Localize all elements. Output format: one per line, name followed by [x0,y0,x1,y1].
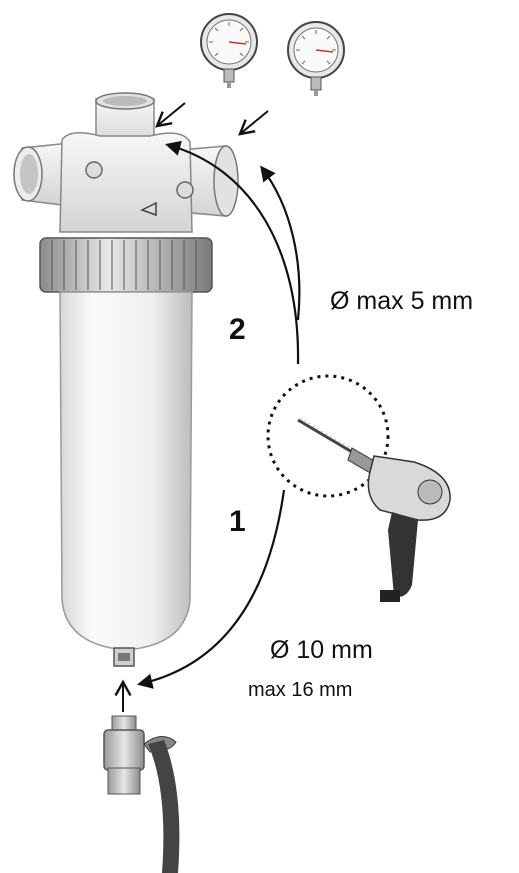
step-label-1: 1 [229,505,246,538]
filter-housing [13,92,239,667]
gauge-arrow-1 [155,102,186,128]
lower-hole-max-label: max 16 mm [248,679,353,701]
lower-hole-diameter-label: Ø 10 mm [270,636,373,664]
arrow-step-2a [165,140,300,365]
pressure-gauge-icon [200,13,258,88]
upper-hole-diameter-label: Ø max 5 mm [330,287,474,315]
pressure-gauge-icon [287,21,345,96]
step-label-2: 2 [229,313,246,346]
electric-drill-icon [266,374,451,602]
arrow-step-2b [260,165,301,321]
gauge-arrow-2 [238,110,269,136]
drain-valve-icon [103,715,180,873]
arrow-step-1 [136,489,286,689]
